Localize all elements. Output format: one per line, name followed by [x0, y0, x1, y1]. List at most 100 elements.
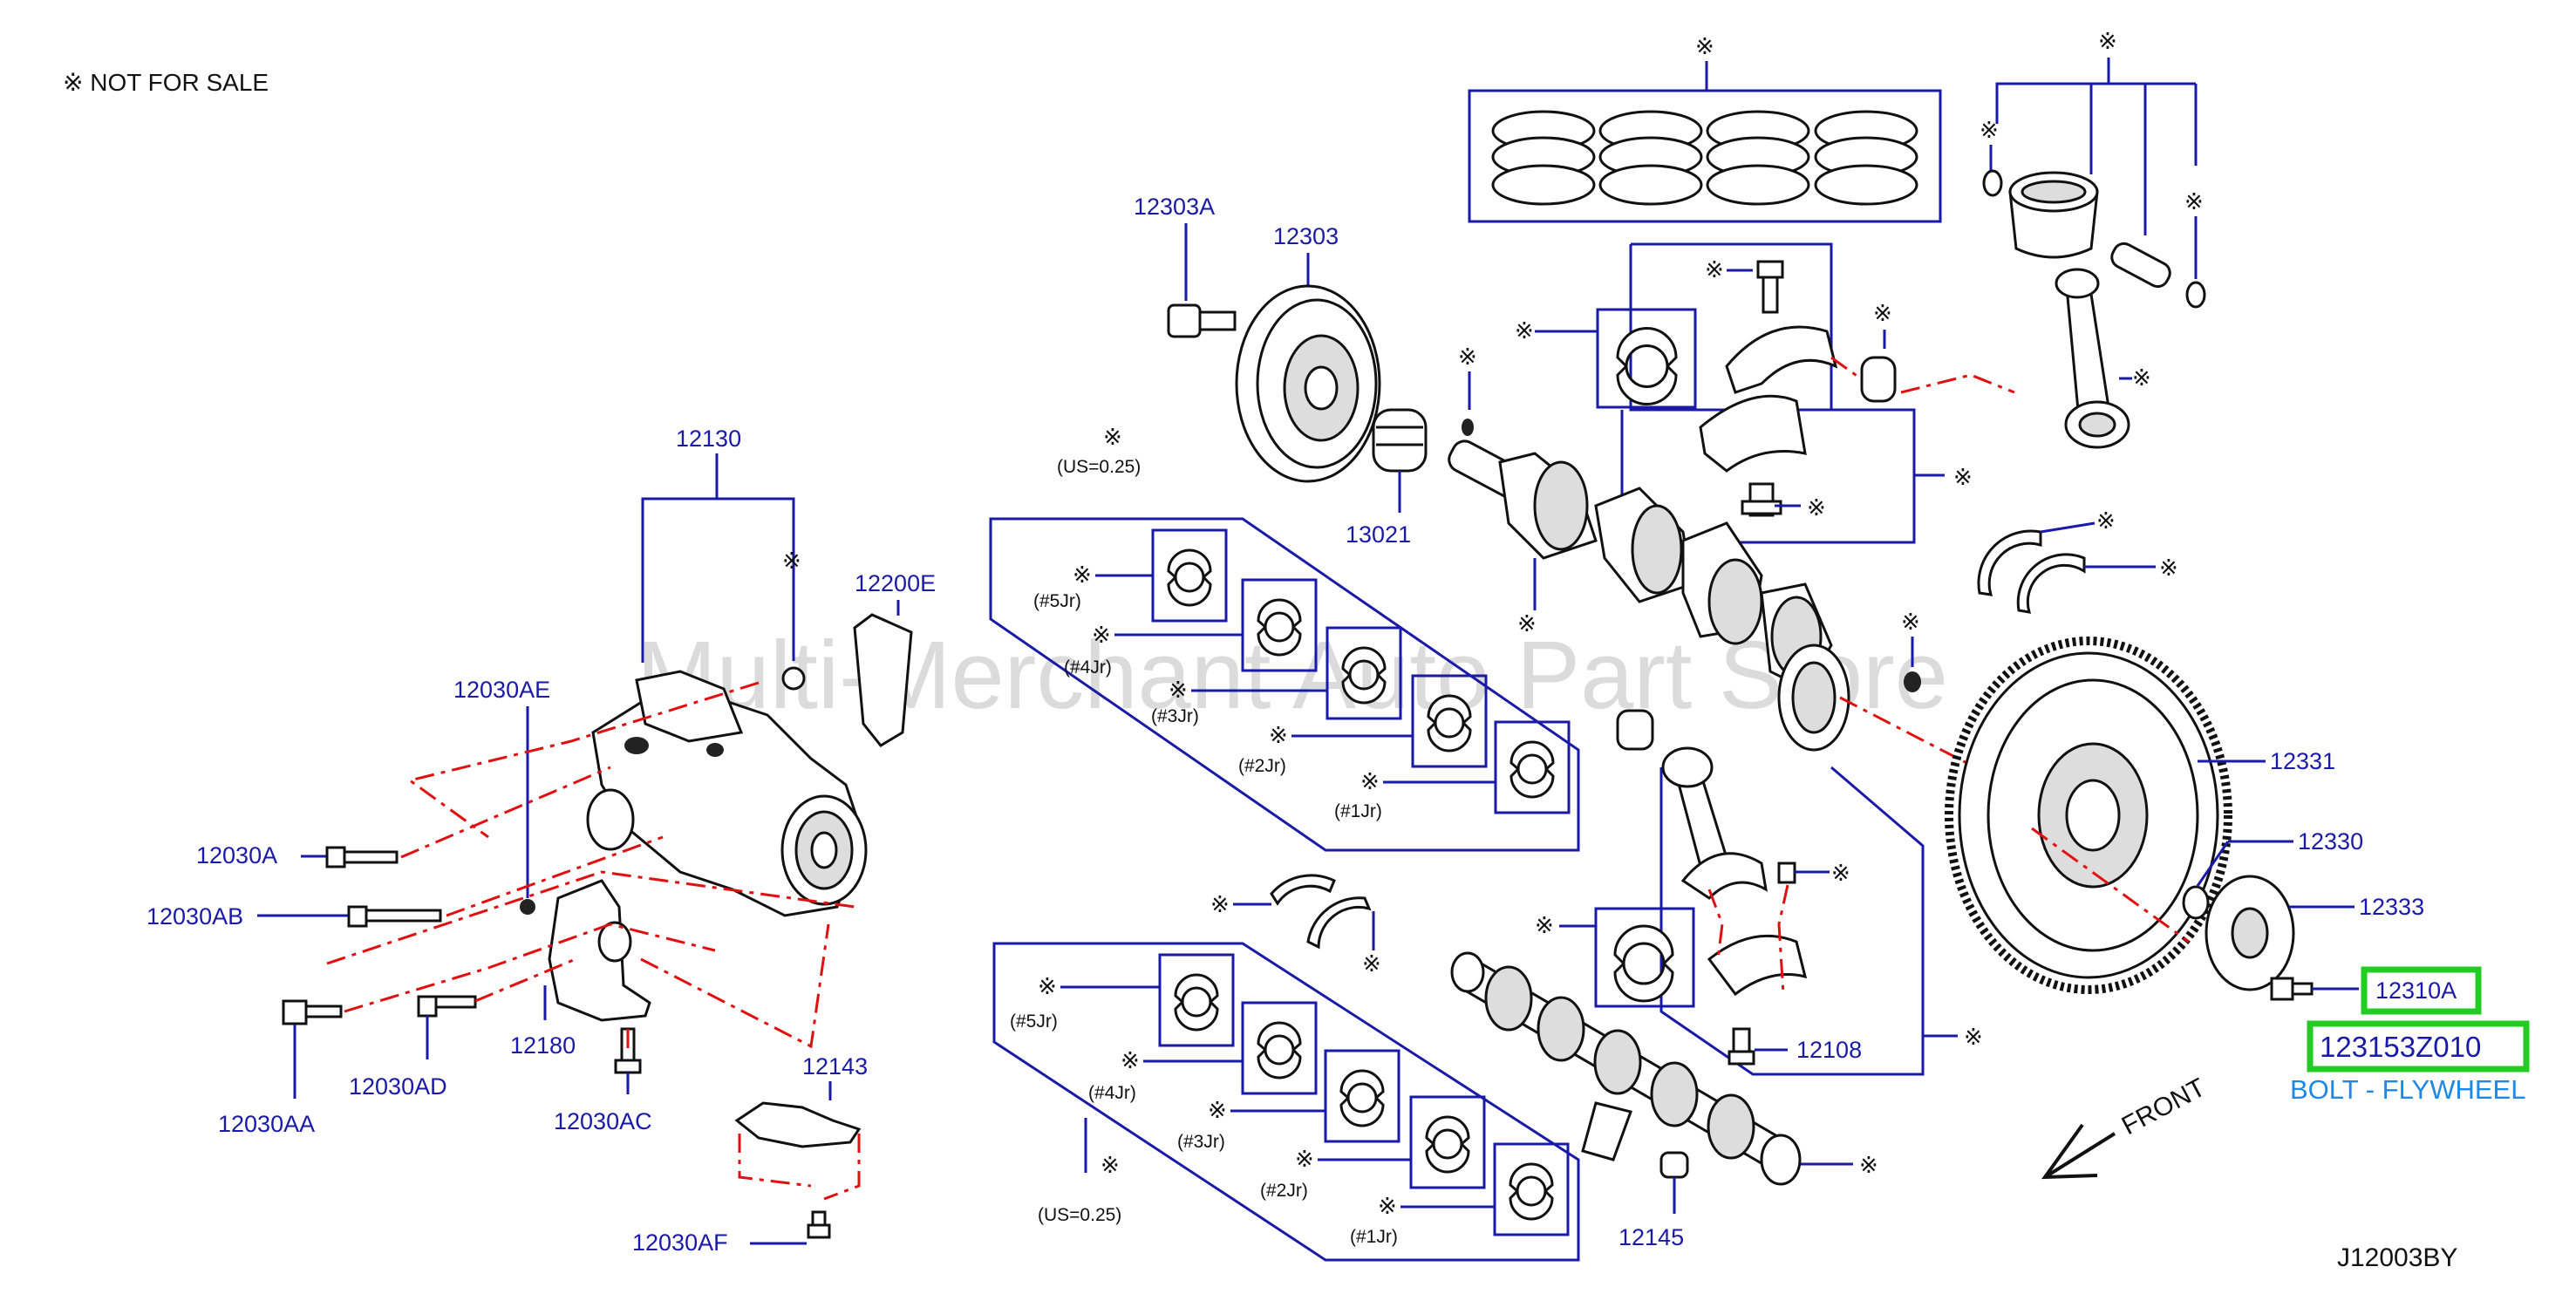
crank-key-icon	[1462, 419, 1474, 436]
label-12145: 12145	[1619, 1224, 1684, 1250]
bearing-row-4: ※ (#4Jr)	[1064, 578, 1318, 678]
lower-bearing-row-5: ※ (#5Jr)	[1010, 953, 1235, 1047]
label-12030AC: 12030AC	[554, 1108, 652, 1134]
main-bearing-icon	[1257, 1021, 1302, 1053]
not-for-sale-mark: ※	[1121, 1048, 1140, 1074]
bearing-row-1: ※ (#1Jr)	[1334, 720, 1571, 821]
gasket-icon	[853, 613, 913, 747]
label-12030AB: 12030AB	[147, 903, 243, 930]
pulley-bolt-icon	[1167, 303, 1237, 338]
conrod-bearing-icon	[1613, 924, 1674, 1003]
not-for-sale-mark: ※	[1953, 465, 1973, 491]
bracket-12143-icon	[734, 1101, 862, 1148]
label-12330: 12330	[2298, 828, 2363, 855]
label-12331: 12331	[2270, 748, 2335, 774]
not-for-sale-mark: ※	[1101, 1153, 1120, 1179]
snap-ring-icon	[2185, 281, 2206, 309]
label-12030AA: 12030AA	[218, 1111, 315, 1137]
not-for-sale-mark: ※	[1695, 34, 1714, 60]
thrust-washer-icon	[1306, 896, 1372, 950]
upper-oversize-label: (US=0.25)	[1057, 457, 1141, 477]
main-bearing-icon	[1341, 646, 1387, 678]
flywheel-icon	[1945, 637, 2232, 994]
main-bearing-icon	[1427, 694, 1472, 726]
bushing-icon	[1616, 709, 1654, 751]
lower-bearing-row-3: ※ (#3Jr)	[1177, 1049, 1400, 1152]
pilot-bushing-icon	[1904, 671, 1921, 692]
label-12310A[interactable]: 12310A	[2375, 977, 2457, 1004]
pulley-group: 12303A 12303 13021 ※	[1134, 194, 1477, 548]
lower-oversize-label: (US=0.25)	[1038, 1205, 1121, 1225]
not-for-sale-mark: ※	[1378, 1194, 1397, 1220]
not-for-sale-mark: ※	[1210, 892, 1230, 918]
oil-pump-group: 12130 ※ 12200E 12030AE 12030A 12030AB	[147, 426, 936, 1256]
main-bearing-icon	[1174, 973, 1219, 1005]
rod-cap-bolt-icon	[1756, 260, 1784, 314]
not-for-sale-mark: ※	[1807, 495, 1826, 521]
main-bearing-icon	[1425, 1115, 1470, 1148]
main-bearing-icon	[1509, 1162, 1554, 1195]
front-arrow-group: FRONT	[2041, 1073, 2211, 1180]
not-for-sale-mark: ※	[1705, 257, 1724, 283]
piston-rings-group: ※	[1468, 34, 1942, 223]
journal-label: (#3Jr)	[1151, 706, 1199, 726]
main-bearing-lower-set: ※ (#5Jr) ※ (#4Jr) ※ (#3Jr) ※ (#2Jr)	[992, 942, 1580, 1262]
rod-bolt-icon	[1728, 1027, 1755, 1066]
journal-label: (#4Jr)	[1064, 657, 1112, 678]
part-number[interactable]: 123153Z010	[2320, 1031, 2481, 1063]
journal-label: (#5Jr)	[1033, 591, 1081, 611]
dowel-icon	[1777, 862, 1796, 884]
label-12030AE: 12030AE	[453, 677, 550, 703]
main-bearing-icon	[1167, 548, 1212, 581]
thrust-washers-group: ※ ※	[1977, 508, 2178, 614]
reinforcement-plate-icon	[2205, 875, 2295, 991]
bolt-head-icon	[520, 899, 535, 915]
not-for-sale-mark: ※	[1103, 425, 1122, 451]
not-for-sale-mark: ※	[1169, 678, 1188, 704]
not-for-sale-mark: ※	[1873, 301, 1892, 327]
part-description: BOLT - FLYWHEEL	[2290, 1074, 2525, 1105]
not-for-sale-mark: ※	[1295, 1147, 1314, 1173]
crank-sprocket-icon	[1372, 408, 1428, 473]
flywheel-bolt-icon	[2270, 977, 2314, 1001]
label-12030AD: 12030AD	[349, 1073, 447, 1100]
journal-label: (#1Jr)	[1334, 801, 1382, 821]
not-for-sale-mark: ※	[782, 548, 801, 575]
journal-label: (#1Jr)	[1350, 1227, 1398, 1247]
not-for-sale-mark: ※	[2098, 29, 2117, 55]
label-12303A: 12303A	[1134, 194, 1215, 220]
not-for-sale-mark: ※	[1092, 623, 1111, 649]
main-bearing-icon	[1257, 598, 1302, 630]
not-for-sale-mark: ※	[2132, 365, 2151, 392]
flywheel-spacer-icon	[2182, 885, 2210, 920]
highlight-box-part-number	[2307, 1020, 2530, 1073]
not-for-sale-mark: ※	[1859, 1153, 1878, 1179]
label-12030A: 12030A	[196, 842, 277, 868]
bearing-row-2: ※ (#2Jr)	[1238, 674, 1488, 776]
bracket-12180-icon	[548, 879, 651, 1022]
label-12130: 12130	[676, 426, 741, 452]
not-for-sale-mark: ※	[1831, 861, 1850, 887]
piston-group: ※ ※ ※ ※	[1900, 29, 2206, 449]
label-12108: 12108	[1796, 1037, 1862, 1063]
thrust-washers-lower: ※ ※	[1210, 874, 1381, 977]
conrod-icon	[1661, 746, 1808, 997]
label-12303: 12303	[1273, 223, 1339, 249]
bearing-row-5: ※ (#5Jr)	[1033, 528, 1228, 623]
crank-pulley-icon	[1235, 284, 1381, 483]
not-for-sale-mark: ※	[2096, 508, 2116, 535]
lower-bearing-row-1: ※ (#1Jr)	[1350, 1142, 1570, 1247]
lower-bearing-row-4: ※ (#4Jr)	[1088, 1001, 1318, 1103]
not-for-sale-mark: ※	[1517, 611, 1537, 637]
not-for-sale-mark: ※	[1073, 562, 1092, 589]
connecting-rod-icon	[2055, 268, 2130, 449]
not-for-sale-mark: ※	[1208, 1098, 1227, 1124]
bolt-12030AA-icon	[282, 999, 343, 1025]
conrod-bearing-icon	[1616, 327, 1678, 405]
main-bearing-icon	[1339, 1069, 1385, 1101]
not-for-sale-mark: ※	[1964, 1025, 1983, 1051]
not-for-sale-mark: ※	[1535, 913, 1554, 939]
main-bearing-icon	[1509, 740, 1555, 773]
